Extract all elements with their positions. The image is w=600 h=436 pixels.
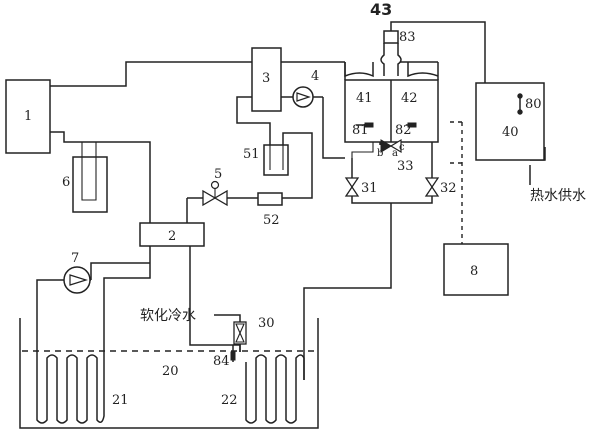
label-31: 31	[361, 181, 378, 196]
unit-83-box	[383, 30, 399, 44]
unit-1-box	[5, 79, 51, 154]
label-80: 80	[525, 97, 542, 112]
equipment	[5, 30, 545, 296]
unit-8-box	[443, 243, 509, 296]
labels: 1 2 3 4 5 6 7 8 20 21 22 30 31 32 33 40 …	[24, 0, 586, 408]
vessel-6	[72, 156, 108, 213]
label-20: 20	[162, 364, 179, 379]
valve-32	[424, 177, 440, 197]
unit-3-box	[251, 47, 282, 112]
pumps	[63, 86, 314, 294]
label-1: 1	[24, 109, 32, 124]
unit-52-box	[257, 192, 283, 206]
valve-30	[233, 321, 247, 345]
label-33: 33	[397, 159, 414, 174]
label-soft-cold-water: 软化冷水	[140, 308, 196, 324]
valve-33	[351, 138, 402, 158]
label-7: 7	[71, 251, 79, 266]
pump-7	[63, 266, 91, 294]
signal-lines	[450, 121, 466, 244]
unit-40-box	[475, 82, 545, 161]
label-52: 52	[263, 213, 280, 228]
bath-20	[19, 280, 319, 429]
label-43: 43	[370, 0, 392, 19]
unit-2-box	[139, 222, 205, 247]
label-83: 83	[399, 30, 416, 45]
label-41: 41	[356, 91, 373, 106]
label-hot-water-supply: 热水供水	[530, 188, 586, 204]
label-22: 22	[221, 393, 238, 408]
pump-4	[292, 86, 314, 108]
label-4: 4	[311, 69, 319, 84]
label-82: 82	[395, 123, 412, 138]
label-valve-b: b	[377, 148, 383, 159]
pipes	[36, 21, 546, 381]
label-51: 51	[243, 147, 260, 162]
label-32: 32	[440, 181, 457, 196]
label-8: 8	[470, 264, 478, 279]
valve-5	[202, 180, 228, 207]
label-valve-c: c	[399, 142, 405, 153]
label-3: 3	[262, 71, 270, 86]
vessel-51	[263, 144, 289, 176]
valves	[202, 138, 440, 345]
label-5: 5	[214, 167, 222, 182]
label-6: 6	[62, 175, 70, 190]
label-81: 81	[352, 123, 369, 138]
label-40: 40	[502, 125, 519, 140]
label-84: 84	[213, 354, 230, 369]
valve-31	[344, 177, 360, 197]
label-2: 2	[168, 229, 176, 244]
label-42: 42	[401, 91, 418, 106]
sensors	[230, 93, 523, 362]
label-valve-a: a	[392, 148, 398, 159]
label-21: 21	[112, 393, 129, 408]
label-30: 30	[258, 316, 275, 331]
